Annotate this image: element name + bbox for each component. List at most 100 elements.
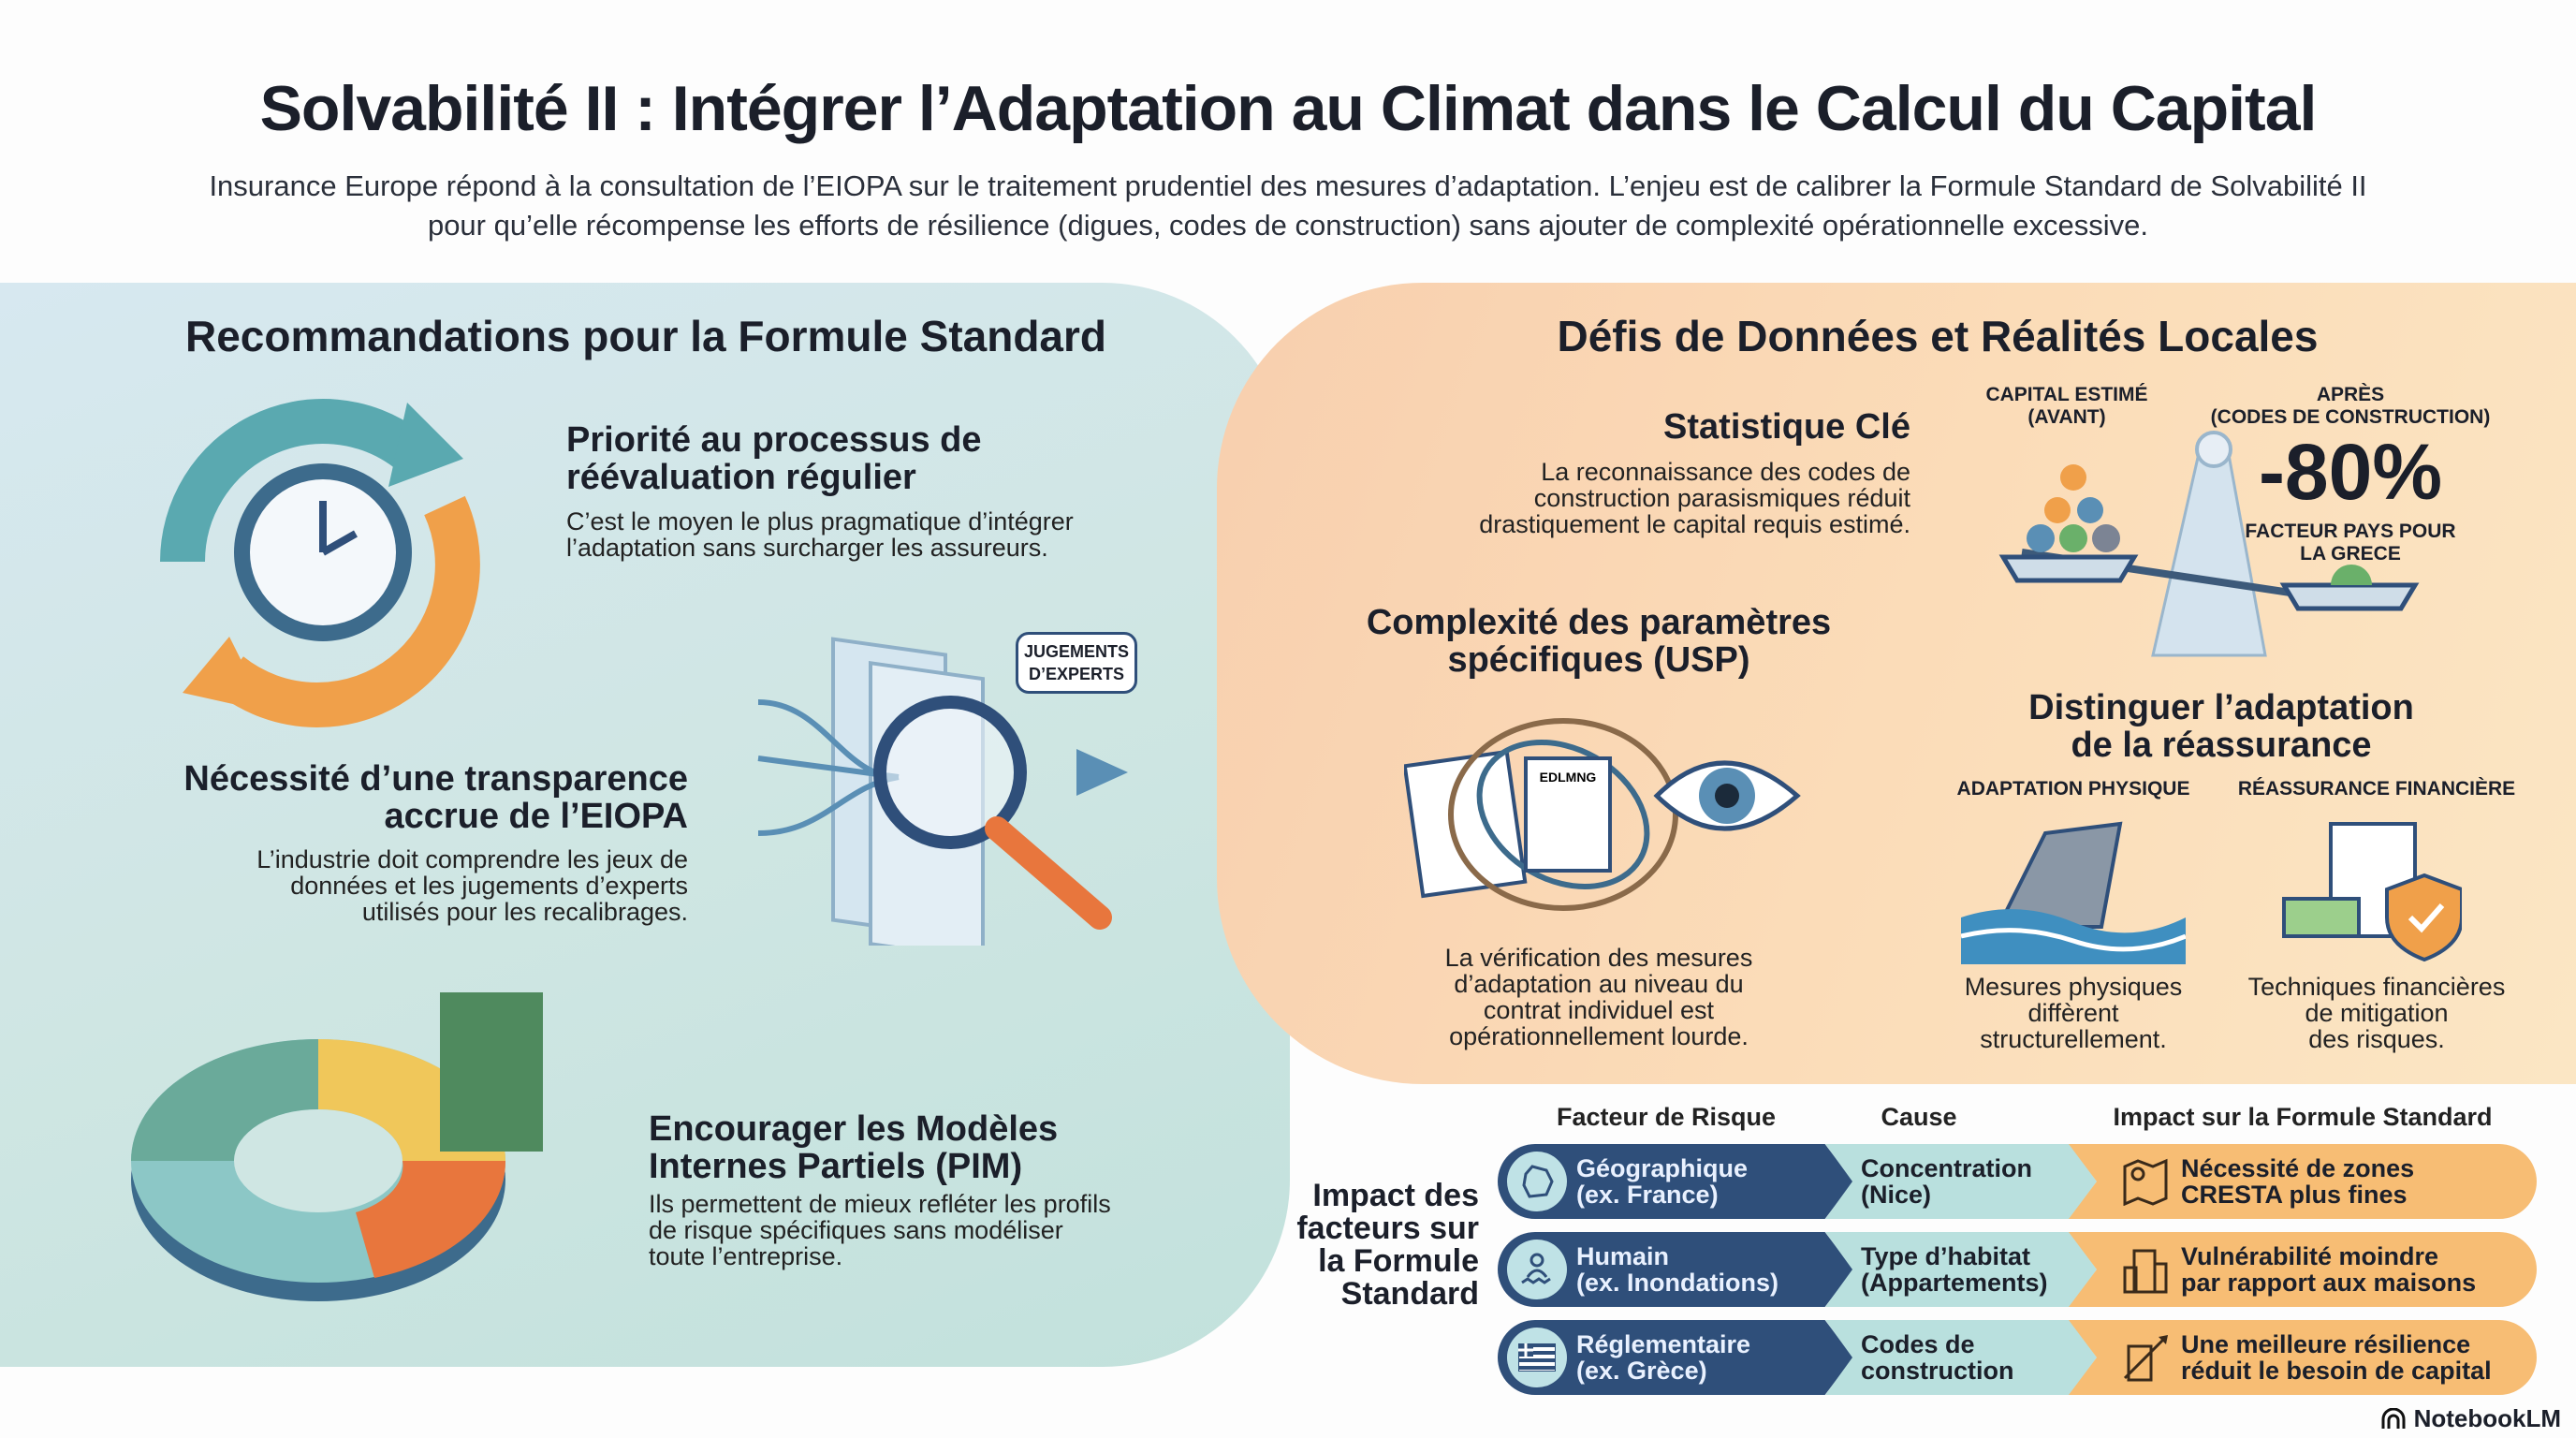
data-challenges-panel (1217, 283, 2576, 1084)
table-row: Géographique(ex. France) Concentration(N… (1498, 1144, 2537, 1219)
resilient-building-icon (2123, 1335, 2168, 1382)
body-line: C’est le moyen le plus pragmatique d’int… (566, 507, 1074, 536)
expert-judgement-bubble: JUGEMENTS D’EXPERTS (1016, 632, 1137, 694)
title-line: Priorité au processus de (566, 420, 982, 460)
priority-body: C’est le moyen le plus pragmatique d’int… (566, 508, 1074, 561)
subtitle: Insurance Europe répond à la consultatio… (0, 167, 2576, 245)
cell-line: Nécessité de zones (2181, 1154, 2415, 1182)
subtitle-line: Insurance Europe répond à la consultatio… (209, 169, 2367, 202)
reduction-value: -80% (2258, 428, 2443, 516)
greek-flag-icon (1507, 1328, 1567, 1387)
france-map-icon (1507, 1152, 1567, 1211)
caption-line: diffèrent (2027, 999, 2119, 1027)
bubble-line: JUGEMENTS (1024, 642, 1130, 661)
label-line: (AVANT) (2027, 406, 2106, 428)
physical-adaptation-label: ADAPTATION PHYSIQUE (1956, 778, 2190, 800)
body-line: données et les jugements d’experts (290, 872, 688, 900)
page-title: Solvabilité II : Intégrer l’Adaptation a… (259, 73, 2318, 144)
dike-icon (1961, 821, 2186, 964)
body-line: opérationnellement lourde. (1449, 1022, 1749, 1050)
body-line: L’industrie doit comprendre les jeux de (256, 845, 688, 873)
cell-line: par rapport aux maisons (2181, 1269, 2477, 1297)
body-line: toute l’entreprise. (649, 1242, 843, 1270)
body-line: Ils permettent de mieux refléter les pro… (649, 1190, 1111, 1218)
cell-line: Codes de (1861, 1330, 1975, 1358)
body-line: d’adaptation au niveau du (1454, 970, 1744, 998)
cell-line: réduit le besoin de capital (2181, 1357, 2492, 1385)
cell-line: construction (1861, 1357, 2014, 1385)
title-line: de la réassurance (2071, 726, 2372, 765)
caption-line: FACTEUR PAYS POUR (2245, 521, 2456, 542)
header-risk-factor: Facteur de Risque (1556, 1103, 1777, 1131)
cell-line: Humain (1576, 1242, 1670, 1270)
cell-line: CRESTA plus fines (2181, 1181, 2408, 1209)
caption-line: Techniques financières (2247, 973, 2506, 1001)
apartment-building-icon (2123, 1249, 2168, 1294)
header-cause: Cause (1881, 1103, 1957, 1131)
magnifier-data-icon (757, 637, 1128, 946)
brand-label: NotebookLM (2413, 1404, 2561, 1432)
caption-line: LA GRECE (2300, 543, 2401, 565)
notebooklm-brand: NotebookLM (2380, 1404, 2561, 1433)
cell-line: (Nice) (1861, 1181, 1932, 1209)
table-row: Humain(ex. Inondations) Type d’habitat(A… (1498, 1232, 2537, 1307)
caption-line: de mitigation (2305, 999, 2449, 1027)
key-stat-title: Statistique Clé (1663, 407, 1910, 447)
cell-line: Réglementaire (1576, 1330, 1751, 1358)
header-impact: Impact sur la Formule Standard (2113, 1103, 2493, 1131)
subtitle-line: pour qu’elle récompense les efforts de r… (427, 209, 2149, 242)
body-line: La reconnaissance des codes de (1541, 458, 1910, 486)
cause-cell: Type d’habitat(Appartements) (1825, 1232, 2097, 1307)
title-line: accrue de l’EIOPA (384, 797, 688, 836)
title-line: spécifiques (USP) (1447, 640, 1750, 680)
cell-line: (Appartements) (1861, 1269, 2048, 1297)
body-line: contrat individuel est (1483, 996, 1715, 1024)
document-label: EDLMNG (1540, 770, 1597, 785)
label-line: APRÈS (2316, 384, 2385, 405)
label-line: Standard (1340, 1276, 1479, 1312)
label-line: Impact des (1312, 1178, 1479, 1213)
after-label: APRÈS(CODES DE CONSTRUCTION) (2210, 384, 2491, 429)
notebooklm-logo-icon (2381, 1407, 2406, 1429)
cell-line: (ex. Inondations) (1576, 1269, 1778, 1297)
title-line: réévaluation régulier (566, 458, 916, 497)
data-challenges-heading: Défis de Données et Réalités Locales (1557, 312, 2319, 360)
cell-line: Concentration (1861, 1154, 2033, 1182)
body-line: de risque spécifiques sans modéliser (649, 1216, 1063, 1244)
tangled-verification-icon: EDLMNG (1404, 718, 1801, 911)
map-pin-icon (2123, 1158, 2168, 1206)
label-line: facteurs sur (1296, 1211, 1479, 1246)
caption-line: des risques. (2308, 1025, 2445, 1053)
title-line: Distinguer l’adaptation (2028, 688, 2414, 727)
title-line: Nécessité d’une transparence (183, 759, 688, 799)
caption-line: Mesures physiques (1964, 973, 2183, 1001)
title-line: Internes Partiels (PIM) (649, 1147, 1023, 1186)
label-line: (CODES DE CONSTRUCTION) (2210, 406, 2491, 428)
body-line: utilisés pour les recalibrages. (361, 898, 688, 926)
factor-cell: Humain(ex. Inondations) (1498, 1232, 1853, 1307)
reevaluation-cycle-icon (160, 399, 480, 727)
body-line: drastiquement le capital requis estimé. (1479, 510, 1910, 538)
before-label: CAPITAL ESTIMÉ(AVANT) (1954, 384, 2179, 429)
cell-line: Une meilleure résilience (2181, 1330, 2471, 1358)
cause-cell: Concentration(Nice) (1825, 1144, 2097, 1219)
cell-line: Vulnérabilité moindre (2181, 1242, 2439, 1270)
cell-line: (ex. France) (1576, 1181, 1719, 1209)
bubble-line: D’EXPERTS (1028, 665, 1125, 683)
balance-scale-icon (1998, 431, 2420, 657)
caption-line: structurellement. (1980, 1025, 2167, 1053)
cell-line: Type d’habitat (1861, 1242, 2031, 1270)
